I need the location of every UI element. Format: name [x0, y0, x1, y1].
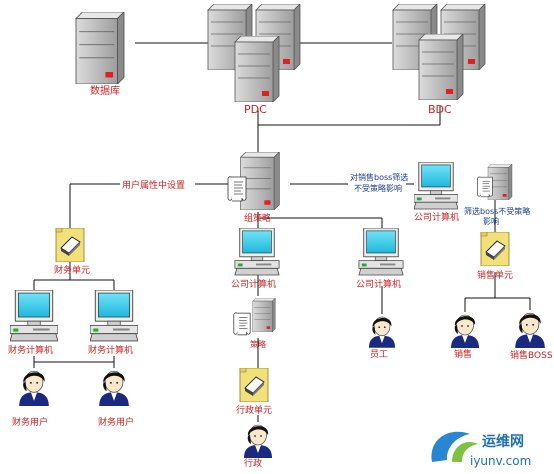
admin-policy-server-icon	[252, 298, 276, 332]
policy-doc-label: 策略	[250, 339, 266, 349]
sales-boss-filter-label-line2: 不受策略影响	[354, 183, 402, 193]
sales-unit-label: 销售单元	[477, 269, 513, 281]
admin-unit-folder-icon	[239, 368, 269, 402]
watermark-logo-leaf-icon	[452, 442, 478, 462]
finance-unit-folder-icon	[55, 228, 85, 262]
user-prop-setting-label: 用户属性中设置	[122, 179, 185, 191]
filter-boss-label-line1: 筛选boss不受策略	[464, 206, 530, 216]
finance-user-1-person-icon	[18, 370, 50, 406]
group-policy-label: 组策略	[244, 212, 271, 224]
group-policy-server	[227, 152, 280, 210]
company-computer-2-icon	[358, 228, 404, 276]
watermark-url: iyunv.com	[470, 454, 531, 468]
bdc-label: BDC	[428, 103, 452, 116]
sales-boss-person-icon	[514, 312, 546, 348]
finance-user-2-person-icon	[98, 370, 130, 406]
admin-unit-label: 行政单元	[236, 404, 272, 416]
company-computer-1-icon	[234, 228, 280, 276]
watermark-logo-icon	[431, 431, 470, 462]
admin-person-icon	[243, 424, 273, 458]
sales-unit-folder-icon	[480, 232, 510, 266]
watermark: 运维网 iyunv.com	[431, 431, 531, 468]
filter-scroll-icon	[477, 176, 493, 198]
pdc-server-cluster	[207, 4, 301, 102]
finance-computer-1-icon	[10, 290, 58, 342]
database-server-icon	[75, 12, 125, 84]
finance-computer-2-label: 财务计算机	[88, 344, 133, 356]
employee-person-icon	[368, 316, 396, 348]
finance-unit-label: 财务单元	[54, 264, 90, 276]
database-label: 数据库	[90, 84, 120, 97]
admin-policy-scroll-icon	[233, 312, 251, 336]
company-computer-right-icon	[414, 162, 458, 210]
bdc-server-cluster	[392, 4, 486, 100]
policy-server-icon	[240, 152, 280, 210]
company-computer-right-label: 公司计算机	[414, 211, 459, 223]
finance-user-2-label: 财务用户	[98, 416, 134, 428]
policy-scroll-icon	[227, 176, 247, 202]
sales-label: 销售	[454, 348, 472, 360]
bdc-server-icon	[418, 34, 464, 100]
finance-computer-1-label: 财务计算机	[8, 344, 53, 356]
company-computer-2-label: 公司计算机	[356, 278, 401, 290]
filter-boss-label-line2: 影响	[483, 216, 499, 226]
admin-label: 行政	[244, 457, 262, 469]
admin-policy-doc	[233, 298, 276, 336]
employee-label: 员工	[370, 349, 388, 360]
sales-boss-label: 销售BOSS	[510, 349, 553, 361]
watermark-brand: 运维网	[482, 433, 524, 450]
sales-boss-filter-label-line1: 对销售boss筛选	[350, 172, 408, 182]
finance-computer-2-icon	[90, 290, 138, 342]
company-computer-1-label: 公司计算机	[231, 278, 276, 290]
filter-boss-doc	[477, 164, 513, 200]
pdc-server-icon	[234, 36, 280, 102]
database-server	[75, 12, 125, 84]
connections	[33, 42, 531, 422]
sales-person-icon	[450, 314, 480, 348]
pdc-label: PDC	[244, 103, 267, 116]
finance-user-1-label: 财务用户	[12, 416, 48, 428]
